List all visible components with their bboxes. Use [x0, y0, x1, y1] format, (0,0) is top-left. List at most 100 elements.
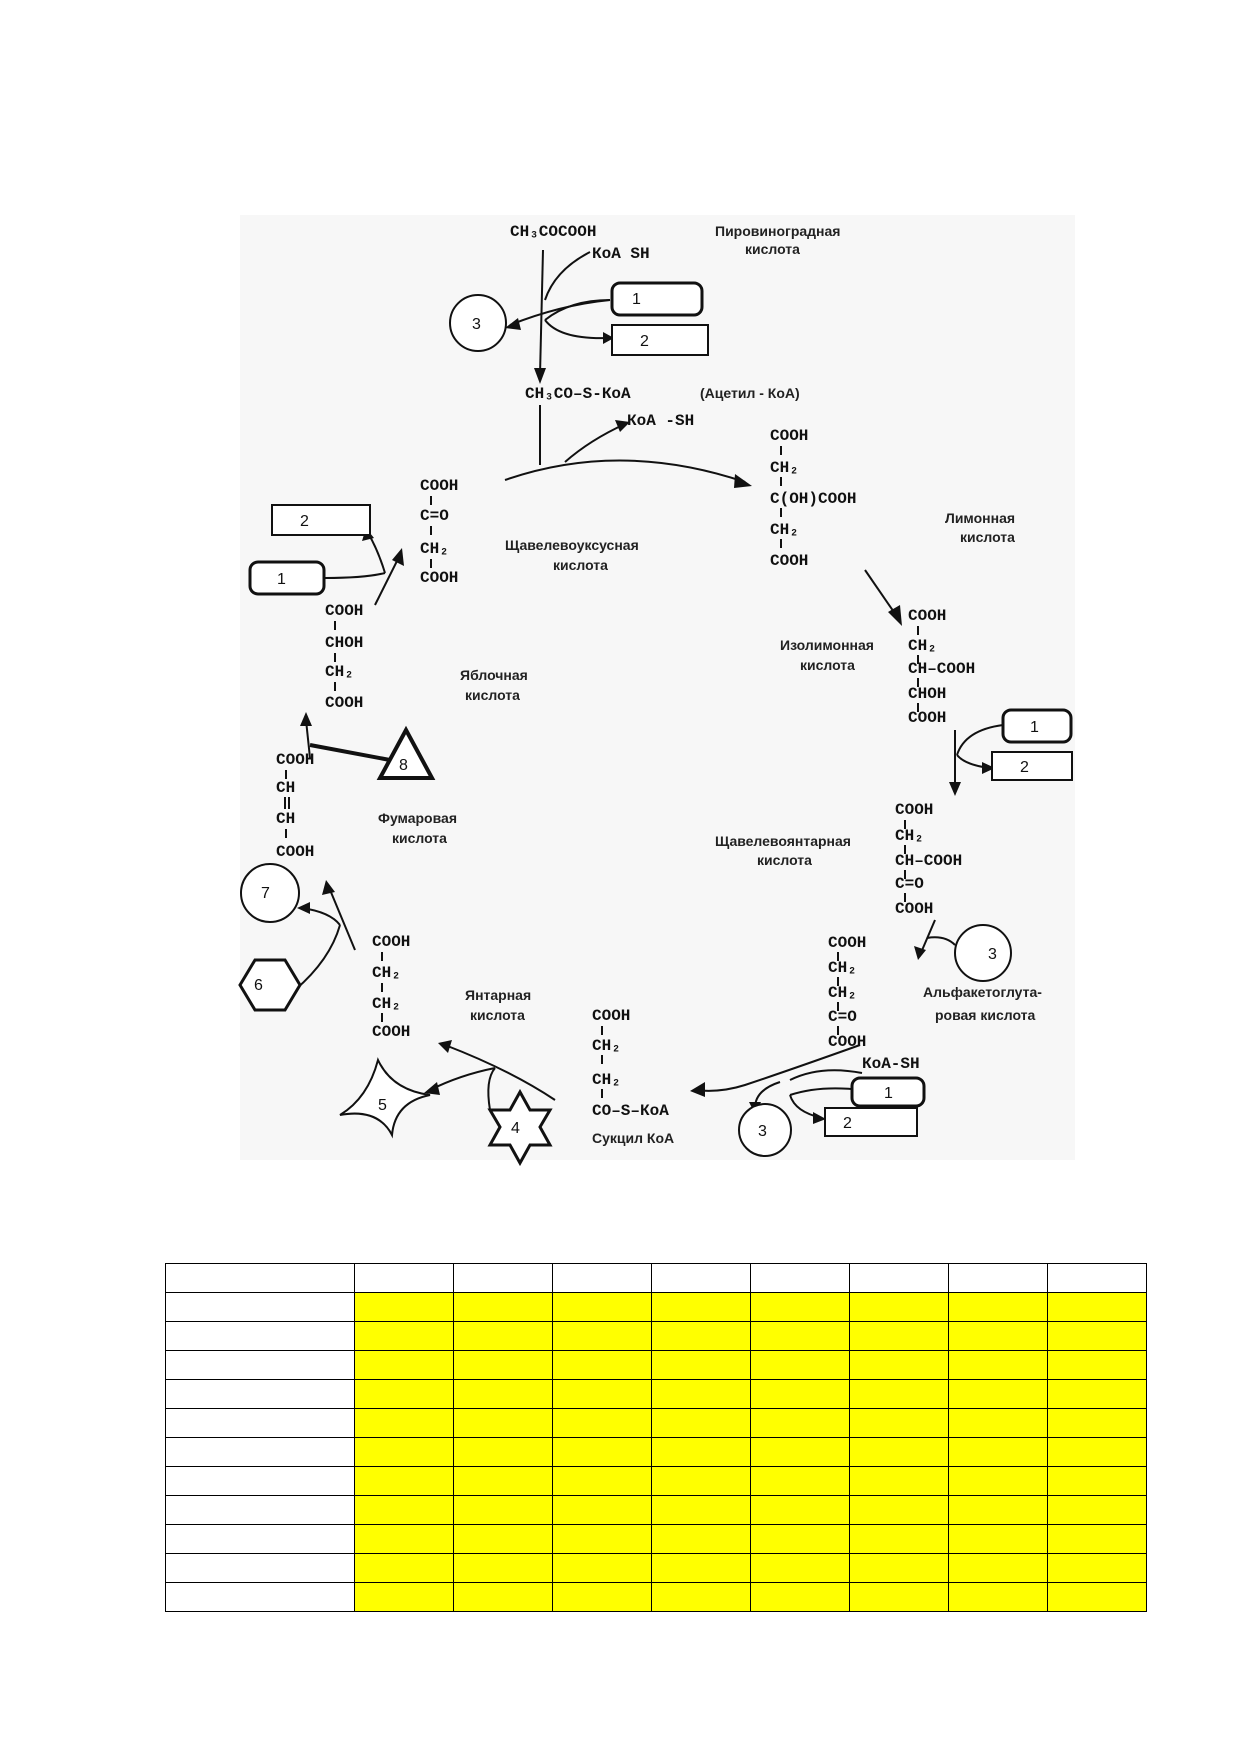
table-cell[interactable]: [948, 1350, 1048, 1380]
table-cell[interactable]: [651, 1582, 751, 1612]
table-cell[interactable]: [165, 1263, 355, 1293]
table-cell[interactable]: [651, 1553, 751, 1583]
table-cell[interactable]: [750, 1437, 850, 1467]
table-cell[interactable]: [651, 1437, 751, 1467]
table-cell[interactable]: [552, 1495, 652, 1525]
table-cell[interactable]: [750, 1582, 850, 1612]
table-cell[interactable]: [948, 1495, 1048, 1525]
table-cell[interactable]: [651, 1321, 751, 1351]
table-cell[interactable]: [165, 1321, 355, 1351]
table-cell[interactable]: [948, 1524, 1048, 1554]
table-cell[interactable]: [552, 1582, 652, 1612]
table-cell[interactable]: [849, 1524, 949, 1554]
table-cell[interactable]: [453, 1437, 553, 1467]
table-cell[interactable]: [1047, 1466, 1147, 1496]
table-cell[interactable]: [354, 1292, 454, 1322]
table-cell[interactable]: [552, 1379, 652, 1409]
table-cell[interactable]: [750, 1263, 850, 1293]
table-cell[interactable]: [849, 1437, 949, 1467]
table-cell[interactable]: [453, 1263, 553, 1293]
table-cell[interactable]: [651, 1379, 751, 1409]
table-cell[interactable]: [948, 1263, 1048, 1293]
table-cell[interactable]: [453, 1292, 553, 1322]
table-cell[interactable]: [165, 1553, 355, 1583]
table-cell[interactable]: [651, 1408, 751, 1438]
table-cell[interactable]: [354, 1553, 454, 1583]
table-cell[interactable]: [750, 1292, 850, 1322]
table-cell[interactable]: [552, 1292, 652, 1322]
table-cell[interactable]: [453, 1350, 553, 1380]
table-cell[interactable]: [1047, 1524, 1147, 1554]
table-cell[interactable]: [552, 1466, 652, 1496]
table-cell[interactable]: [750, 1321, 850, 1351]
table-cell[interactable]: [165, 1524, 355, 1554]
table-cell[interactable]: [165, 1292, 355, 1322]
table-cell[interactable]: [948, 1321, 1048, 1351]
table-cell[interactable]: [651, 1350, 751, 1380]
table-cell[interactable]: [1047, 1379, 1147, 1409]
table-cell[interactable]: [552, 1437, 652, 1467]
table-cell[interactable]: [552, 1350, 652, 1380]
table-cell[interactable]: [750, 1553, 850, 1583]
table-cell[interactable]: [354, 1495, 454, 1525]
table-cell[interactable]: [354, 1379, 454, 1409]
table-cell[interactable]: [552, 1408, 652, 1438]
table-cell[interactable]: [651, 1466, 751, 1496]
table-cell[interactable]: [165, 1582, 355, 1612]
table-cell[interactable]: [849, 1495, 949, 1525]
table-cell[interactable]: [750, 1524, 850, 1554]
table-cell[interactable]: [354, 1321, 454, 1351]
table-cell[interactable]: [354, 1524, 454, 1554]
table-cell[interactable]: [849, 1263, 949, 1293]
table-cell[interactable]: [453, 1321, 553, 1351]
table-cell[interactable]: [1047, 1437, 1147, 1467]
table-cell[interactable]: [948, 1408, 1048, 1438]
table-cell[interactable]: [354, 1408, 454, 1438]
table-cell[interactable]: [165, 1437, 355, 1467]
table-cell[interactable]: [651, 1263, 751, 1293]
table-cell[interactable]: [453, 1553, 553, 1583]
table-cell[interactable]: [948, 1292, 1048, 1322]
table-cell[interactable]: [750, 1379, 850, 1409]
table-cell[interactable]: [849, 1466, 949, 1496]
table-cell[interactable]: [849, 1379, 949, 1409]
table-cell[interactable]: [948, 1582, 1048, 1612]
table-cell[interactable]: [651, 1292, 751, 1322]
table-cell[interactable]: [750, 1466, 850, 1496]
table-cell[interactable]: [750, 1350, 850, 1380]
table-cell[interactable]: [354, 1437, 454, 1467]
table-cell[interactable]: [354, 1263, 454, 1293]
table-cell[interactable]: [849, 1321, 949, 1351]
table-cell[interactable]: [750, 1408, 850, 1438]
table-cell[interactable]: [453, 1524, 553, 1554]
table-cell[interactable]: [948, 1437, 1048, 1467]
table-cell[interactable]: [750, 1495, 850, 1525]
table-cell[interactable]: [849, 1292, 949, 1322]
table-cell[interactable]: [552, 1321, 652, 1351]
table-cell[interactable]: [354, 1350, 454, 1380]
table-cell[interactable]: [849, 1582, 949, 1612]
table-cell[interactable]: [354, 1582, 454, 1612]
table-cell[interactable]: [165, 1379, 355, 1409]
table-cell[interactable]: [651, 1524, 751, 1554]
table-cell[interactable]: [1047, 1408, 1147, 1438]
table-cell[interactable]: [948, 1466, 1048, 1496]
table-cell[interactable]: [1047, 1553, 1147, 1583]
table-cell[interactable]: [552, 1263, 652, 1293]
table-cell[interactable]: [453, 1582, 553, 1612]
table-cell[interactable]: [1047, 1582, 1147, 1612]
table-cell[interactable]: [165, 1466, 355, 1496]
table-cell[interactable]: [849, 1350, 949, 1380]
table-cell[interactable]: [453, 1466, 553, 1496]
table-cell[interactable]: [1047, 1321, 1147, 1351]
table-cell[interactable]: [948, 1553, 1048, 1583]
table-cell[interactable]: [165, 1350, 355, 1380]
table-cell[interactable]: [165, 1495, 355, 1525]
table-cell[interactable]: [948, 1379, 1048, 1409]
table-cell[interactable]: [453, 1379, 553, 1409]
table-cell[interactable]: [849, 1553, 949, 1583]
table-cell[interactable]: [453, 1408, 553, 1438]
table-cell[interactable]: [354, 1466, 454, 1496]
table-cell[interactable]: [1047, 1263, 1147, 1293]
table-cell[interactable]: [1047, 1350, 1147, 1380]
